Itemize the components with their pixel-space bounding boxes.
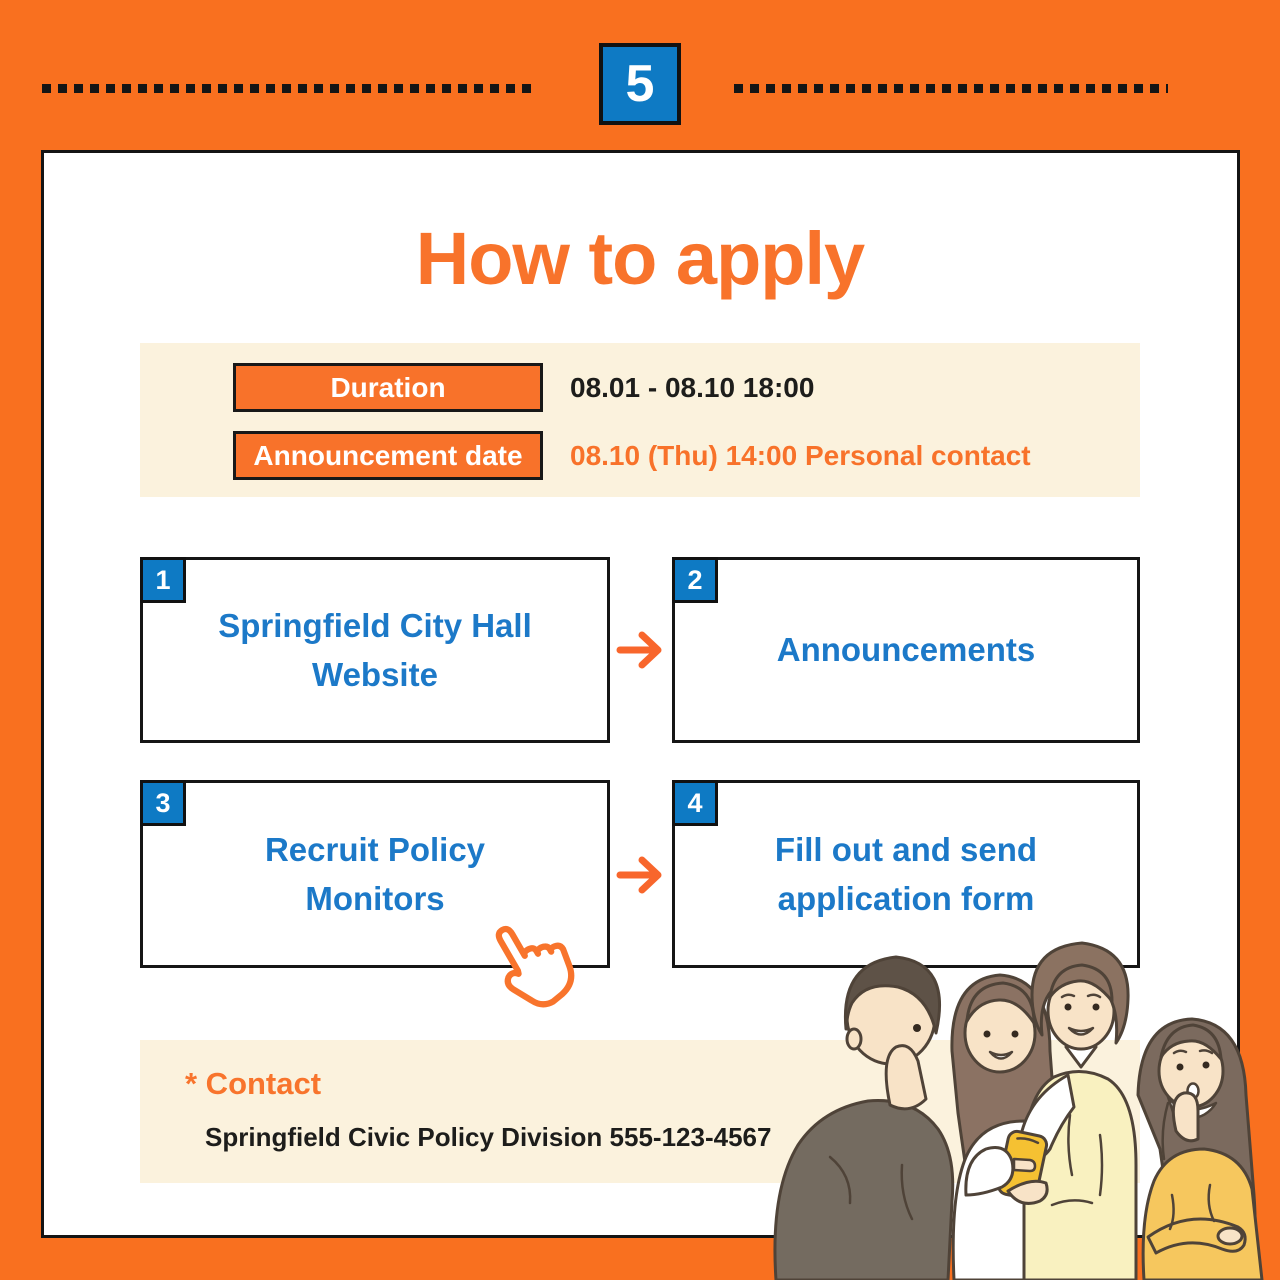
schedule-panel: Duration 08.01 - 08.10 18:00 Announcemen…: [140, 343, 1140, 497]
step-3-label: Recruit Policy Monitors: [264, 830, 486, 918]
step-box-3: 3 Recruit Policy Monitors: [140, 780, 610, 968]
step-box-2: 2 Announcements: [672, 557, 1140, 743]
step-4-number-badge: 4: [672, 780, 718, 826]
page-number-badge: 5: [599, 43, 681, 125]
duration-label-chip: Duration: [233, 363, 543, 412]
step-box-1: 1 Springfield City Hall Website: [140, 557, 610, 743]
contact-detail: Springfield Civic Policy Division 555-12…: [205, 1122, 772, 1152]
step-1-number-badge: 1: [140, 557, 186, 603]
arrow-right-icon: [616, 631, 662, 669]
dotted-divider-right: [734, 84, 1168, 93]
step-1-label: Springfield City Hall Website: [218, 606, 532, 694]
step-2-number-badge: 2: [672, 557, 718, 603]
dotted-divider-left: [42, 84, 532, 93]
step-3-number-badge: 3: [140, 780, 186, 826]
people-illustration: [773, 941, 1264, 1280]
step-4-label: Fill out and send application form: [774, 830, 1038, 918]
contact-heading: * Contact: [185, 1066, 322, 1101]
step-2-label: Announcements: [776, 631, 1036, 669]
page-number: 5: [625, 55, 655, 113]
step-1-number: 1: [155, 564, 171, 595]
step-3-number: 3: [155, 787, 171, 818]
step-box-4: 4 Fill out and send application form: [672, 780, 1140, 968]
announcement-label: Announcement date: [253, 439, 523, 471]
hand-pointer-icon: [495, 925, 575, 1008]
announcement-label-chip: Announcement date: [233, 431, 543, 480]
page-title: How to apply: [415, 217, 865, 300]
duration-value: 08.01 - 08.10 18:00: [570, 372, 815, 403]
step-4-number: 4: [687, 787, 703, 818]
step-2-number: 2: [687, 564, 703, 595]
duration-label: Duration: [330, 371, 446, 403]
announcement-value: 08.10 (Thu) 14:00 Personal contact: [570, 440, 1031, 471]
arrow-right-icon: [616, 856, 662, 894]
